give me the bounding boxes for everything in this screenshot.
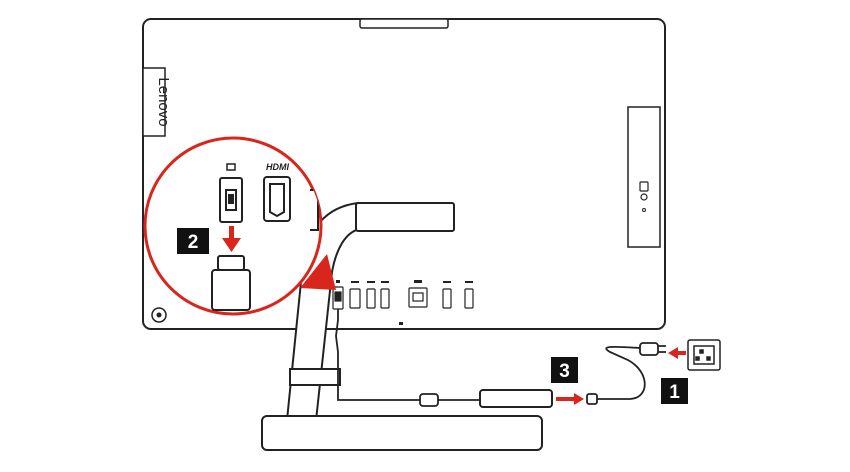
step-badge-3: 3 — [551, 357, 578, 383]
svg-text:HDMI: HDMI — [266, 162, 289, 172]
arrow-step-3 — [556, 393, 584, 405]
power-connector-icon — [226, 163, 236, 171]
usb-icon — [443, 281, 451, 283]
step-badge-1: 1 — [661, 378, 688, 404]
usb-icon — [381, 281, 389, 283]
arrow-step-1 — [668, 347, 686, 359]
svg-text:2: 2 — [188, 232, 199, 253]
power-connector-icon — [336, 280, 340, 283]
rear-io-ports — [332, 286, 474, 310]
lenovo-logo: Lenovo — [142, 67, 172, 137]
svg-text:Lenovo: Lenovo — [155, 77, 172, 126]
usb-icon — [465, 281, 473, 283]
hdmi-icon — [351, 281, 359, 283]
arrow-step-2 — [222, 226, 241, 252]
svg-text:3: 3 — [559, 361, 570, 382]
zoom-callout: HDMI — [143, 136, 323, 316]
ethernet-icon — [414, 280, 422, 283]
zoom-pointer — [300, 254, 336, 290]
step-badge-2: 2 — [177, 228, 209, 254]
svg-text:1: 1 — [669, 382, 680, 403]
wall-outlet-icon — [687, 339, 721, 371]
ac-power-cord — [586, 342, 666, 405]
usb-icon — [367, 281, 375, 283]
zoom-port-icons: HDMI — [226, 162, 289, 172]
power-cable — [335, 309, 480, 407]
port-icons — [336, 280, 473, 325]
power-adapter — [479, 389, 553, 408]
